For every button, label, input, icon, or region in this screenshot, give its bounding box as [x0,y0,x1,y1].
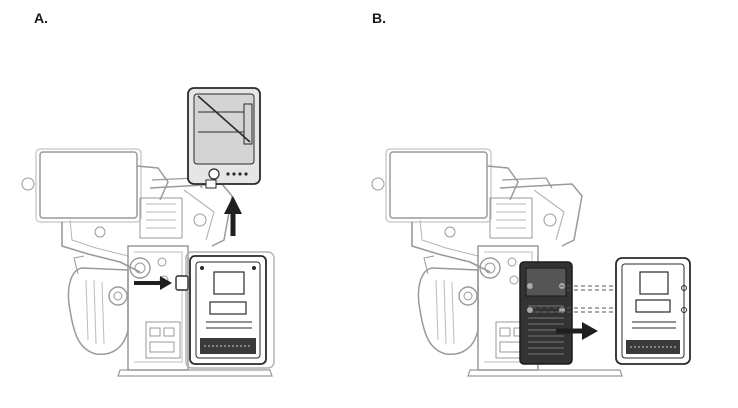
panel-b-figure [371,148,691,377]
vmount-adapter-b [615,257,691,365]
camera-body-b [371,148,623,377]
mount-plate-b [519,261,573,365]
mount-plate-a [185,251,275,369]
vmount-battery [187,87,261,189]
vmount-adapter-a [189,255,267,365]
arrow-up-icon [224,196,242,236]
lock-lever-a [175,275,189,291]
arrow-right-icon [134,276,172,290]
panel-b-label: B. [372,10,386,26]
panel-a-label: A. [34,10,48,26]
panel-a-figure [21,87,275,377]
arrow-right-icon [556,322,598,340]
